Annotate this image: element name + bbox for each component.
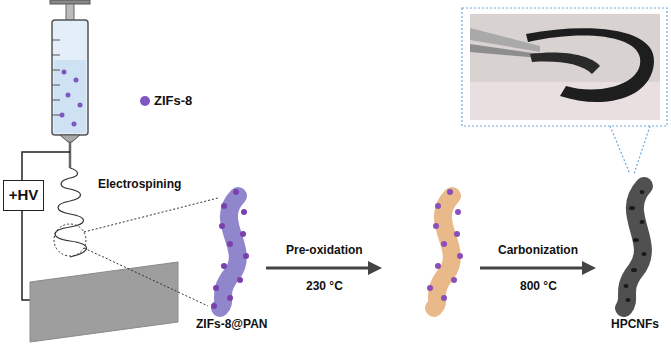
pre-oxidized-fiber-part	[451, 277, 457, 283]
material-label: HPCNFs	[611, 318, 659, 332]
syringe-part	[52, 85, 60, 86]
collector-plate-part	[30, 262, 178, 342]
pre-oxidized-fiber-part	[433, 223, 439, 229]
legend-entry: ZIFs-8	[140, 93, 192, 108]
taylor-jet-spiral	[55, 168, 87, 257]
pre-oxidized-fiber-part	[435, 263, 441, 269]
zif8-pan-fiber-part	[237, 277, 243, 283]
syringe-part	[50, 0, 90, 4]
zif8-pan-fiber-part	[219, 223, 225, 229]
zoom-callout-part	[54, 224, 86, 256]
zif8-pan-fiber-part	[220, 196, 238, 308]
step-label: Pre-oxidation	[286, 244, 363, 258]
pre-oxidized-fiber-part	[441, 295, 447, 301]
pre-oxidized-fiber-part	[434, 196, 452, 308]
zif8-pan-fiber-part	[240, 231, 246, 237]
syringe-part	[62, 70, 67, 75]
process-arrow-part	[266, 267, 370, 270]
zoom-callout-part	[84, 198, 218, 232]
porous-carbon-fiber-part	[640, 190, 645, 194]
process-label: Electrospining	[98, 178, 181, 192]
temperature-label: 800 °C	[520, 280, 557, 294]
pre-oxidized-fiber-part	[447, 189, 453, 195]
porous-carbon-fiber-part	[633, 238, 639, 242]
syringe-part	[52, 55, 60, 56]
porous-carbon-fiber-part	[626, 298, 631, 302]
porous-carbon-fiber	[624, 186, 647, 308]
collector-plate	[30, 262, 178, 342]
process-arrow	[266, 261, 596, 275]
step-label: Carbonization	[498, 244, 578, 258]
porous-carbon-fiber-part	[642, 252, 647, 256]
zif8-pan-fiber-part	[241, 209, 247, 215]
pre-oxidized-fiber-part	[455, 209, 461, 215]
syringe-part	[69, 142, 72, 168]
pre-oxidized-fiber-part	[427, 285, 433, 291]
porous-carbon-fiber-part	[640, 220, 645, 224]
zif8-pan-fiber-part	[211, 303, 217, 309]
process-arrow-part	[368, 261, 382, 275]
process-arrow-part	[480, 267, 584, 270]
porous-carbon-fiber-part	[629, 206, 635, 210]
syringe-part	[60, 113, 65, 118]
zif8-pan-fiber-part	[221, 263, 227, 269]
porous-carbon-fiber-part	[631, 268, 637, 272]
syringe-part	[54, 60, 86, 133]
zif8-pan-fiber-part	[227, 241, 233, 247]
material-label: ZIFs-8@PAN	[196, 318, 267, 332]
zif8-pan-fiber-part	[243, 253, 249, 259]
power-supply-box: +HV	[3, 180, 44, 211]
pre-oxidized-fiber	[427, 189, 463, 308]
zif8-pan-fiber-part	[233, 189, 239, 195]
high-voltage-wire-part	[22, 152, 70, 180]
taylor-jet-spiral-part	[55, 168, 87, 257]
syringe-part	[74, 78, 79, 83]
photo-callout	[462, 8, 667, 174]
legend-swatch	[140, 96, 150, 106]
pre-oxidized-fiber-part	[435, 203, 441, 209]
syringe-part	[72, 122, 77, 127]
photo-callout-part	[470, 14, 660, 120]
syringe-part	[52, 20, 88, 135]
porous-carbon-fiber-part	[624, 284, 629, 288]
syringe-part	[52, 115, 60, 116]
zoom-callout	[54, 198, 218, 306]
node-text: +HV	[4, 186, 43, 203]
zif8-pan-fiber-part	[227, 295, 233, 301]
photo-callout-part	[634, 126, 650, 174]
syringe-part	[52, 40, 60, 41]
zif8-pan-fiber-part	[221, 203, 227, 209]
process-arrow-part	[582, 261, 596, 275]
photo-callout-part	[462, 8, 667, 126]
pre-oxidized-fiber-part	[457, 253, 463, 259]
pre-oxidized-fiber-part	[454, 231, 460, 237]
photo-callout-part	[470, 44, 540, 58]
porous-carbon-fiber-part	[624, 186, 644, 308]
syringe-part	[78, 103, 83, 108]
zoom-callout-part	[84, 248, 208, 306]
legend-text: ZIFs-8	[154, 93, 192, 108]
photo-callout-part	[610, 126, 630, 174]
syringe-part	[66, 93, 71, 98]
temperature-label: 230 °C	[306, 280, 343, 294]
zif8-pan-fiber-part	[213, 285, 219, 291]
photo-callout-part	[526, 28, 654, 102]
pre-oxidized-fiber-part	[441, 241, 447, 247]
syringe-part	[52, 70, 60, 71]
zif8-pan-fiber	[211, 189, 249, 309]
syringe	[50, 0, 90, 168]
photo-callout-part	[530, 53, 600, 75]
syringe-part	[60, 135, 80, 142]
syringe-part	[52, 100, 60, 101]
